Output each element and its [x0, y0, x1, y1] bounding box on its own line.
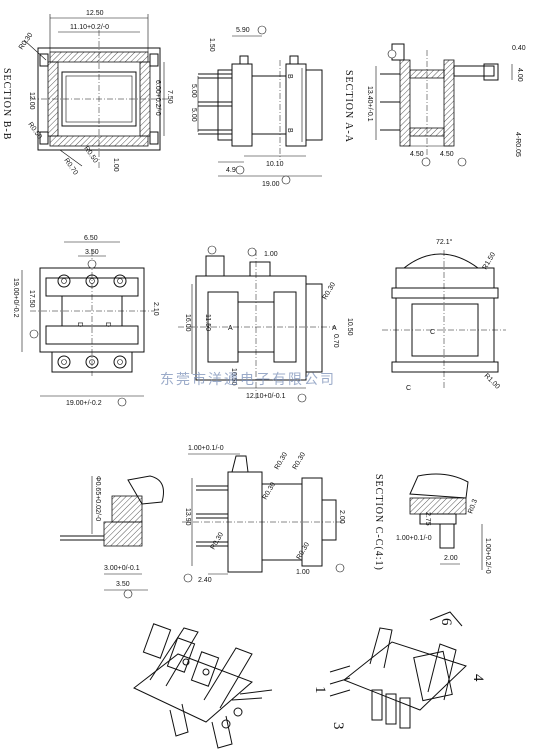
view-3d-right [329, 611, 467, 729]
dim-16-00: 16.00 [184, 314, 191, 332]
pin-number-3: 3 [330, 722, 346, 730]
dim-3-50-a: 3.50 [85, 249, 99, 256]
view-right: 72.1° R1.50 C C R1.00 [382, 238, 506, 392]
label-c-left: C [430, 329, 435, 336]
dim-r0-30-b: R0.30 [322, 281, 337, 301]
view-pin-detail: Φ0.65+0.02/-0 3.00+0/-0.1 3.50 [60, 475, 164, 599]
section-cc-label: SECTION C-C(4:1) [373, 474, 384, 571]
view-front-bottom: 1.00+0.1/-0 R0.30 R0.30 R0.30 R0.30 R0.3… [182, 445, 346, 584]
label-b-top: B [286, 74, 293, 79]
view-side-top: 5.90 1.50 5.00 5.00 B B 10.10 4.90 19.00 [190, 25, 323, 188]
dim-13-40: 13.40+/-0.1 [366, 86, 373, 122]
dim-6-00: 6.00+0.2/-0 [154, 80, 161, 116]
dim-5-00-a: 5.00 [190, 84, 197, 98]
dim-10-50-b: 10.50 [346, 318, 353, 336]
dim-4-00: 4.00 [516, 68, 523, 82]
dim-2-75: 2.75 [424, 512, 431, 526]
label-c-bottom: C [406, 385, 411, 392]
dim-10-50-a: 10.50 [230, 368, 237, 386]
view-3d-left [133, 623, 273, 749]
dim-12-10: 12.10+0/-0.1 [246, 393, 286, 400]
dim-r0-30-c: R0.30 [274, 451, 289, 471]
dim-2-00-a: 2.00 [338, 510, 345, 524]
dim-1-00-d: 1.00 [296, 569, 310, 576]
dim-5-90: 5.90 [236, 27, 250, 34]
dim-r1-00: R1.00 [483, 372, 501, 390]
dim-13-90: 13.90 [184, 508, 191, 526]
dim-19-00-b: 19.00+0/-0.2 [12, 278, 19, 318]
view-section-aa: SECTION A-A 0.40 4.00 13.40+/-0.1 4.50 4… [343, 43, 526, 167]
dim-1-00-e: 1.00+0.1/-0 [396, 535, 432, 542]
dim-phi-0-65: Φ0.65+0.02/-0 [94, 476, 101, 521]
label-d-left: D [76, 322, 83, 327]
dim-4-r0-05: 4-R0.05 [514, 132, 521, 157]
dim-19-00-c: 19.00+/-0.2 [66, 400, 102, 407]
label-d-right: D [104, 322, 111, 327]
dim-1-00-f: 1.00+0.2/-0 [484, 538, 491, 574]
dim-1-00-a: 1.00 [112, 158, 119, 172]
dim-r1-50: R1.50 [482, 251, 497, 271]
dim-r0-30-d: R0.30 [292, 451, 307, 471]
pin-number-4: 4 [470, 674, 486, 682]
dim-4-50-a: 4.50 [410, 151, 424, 158]
view-front-center: 1.00 16.00 11.50 A A R0.30 10.50 12.10+0… [178, 245, 353, 403]
section-bb-label: SECTION B-B [1, 68, 12, 140]
dim-4-50-b: 4.50 [440, 151, 454, 158]
dim-0-40: 0.40 [512, 45, 526, 52]
dim-11-50: 11.50 [204, 314, 211, 331]
dim-r0-3: R0.3 [467, 498, 479, 514]
dim-10-10: 10.10 [266, 161, 284, 168]
section-aa-label: SECTION A-A [343, 70, 354, 143]
dim-3-00: 3.00+0/-0.1 [104, 565, 140, 572]
dim-11-10: 11.10+0.2/-0 [70, 24, 109, 31]
label-b-bottom: B [286, 128, 293, 133]
dim-12-50: 12.50 [86, 10, 104, 17]
dim-1-50: 1.50 [208, 38, 215, 52]
dim-17-50: 17.50 [28, 290, 35, 308]
label-a-right: A [332, 325, 337, 332]
dim-72-1-deg: 72.1° [436, 238, 453, 246]
dim-r0-70: R0.70 [62, 157, 79, 176]
dim-r0-30-a: R0.30 [18, 32, 35, 51]
dim-r0-30-f: R0.30 [210, 531, 225, 551]
view-section-bb: SECTION B-B 12.50 11.10+0.2/-0 R0.30 12.… [1, 10, 173, 177]
label-a-left: A [228, 325, 233, 332]
pin-number-6: 6 [438, 618, 454, 626]
watermark-text: 东莞市洋通电子有限公司 [160, 371, 336, 388]
dim-2-40: 2.40 [198, 577, 212, 584]
dim-12-00: 12.00 [28, 92, 35, 110]
dim-r0-50-a: R0.50 [26, 121, 43, 140]
dim-5-00-b: 5.00 [190, 108, 197, 122]
dim-1-00-b: 1.00 [264, 251, 278, 258]
dim-6-50: 6.50 [84, 235, 98, 242]
dim-19-00-a: 19.00 [262, 181, 280, 188]
dim-0-70: 0.70 [332, 334, 339, 348]
dim-r0-50-b: R0.50 [82, 145, 99, 164]
dim-r0-30-g: R0.30 [296, 541, 311, 561]
dim-2-00-b: 2.00 [444, 555, 458, 562]
dim-4-90: 4.90 [226, 167, 240, 174]
dim-3-50-b: 3.50 [116, 581, 130, 588]
view-section-cc: SECTION C-C(4:1) 2.75 R0.3 1.00+0.1/-0 2… [373, 473, 491, 574]
pin-number-1: 1 [312, 686, 328, 694]
view-top: 6.50 3.50 19.00+0/-0.2 17.50 2.10 19.00+… [12, 235, 159, 407]
dim-1-00-c: 1.00+0.1/-0 [188, 445, 224, 452]
dim-7-50: 7.50 [166, 90, 173, 104]
dim-2-10: 2.10 [152, 302, 159, 316]
